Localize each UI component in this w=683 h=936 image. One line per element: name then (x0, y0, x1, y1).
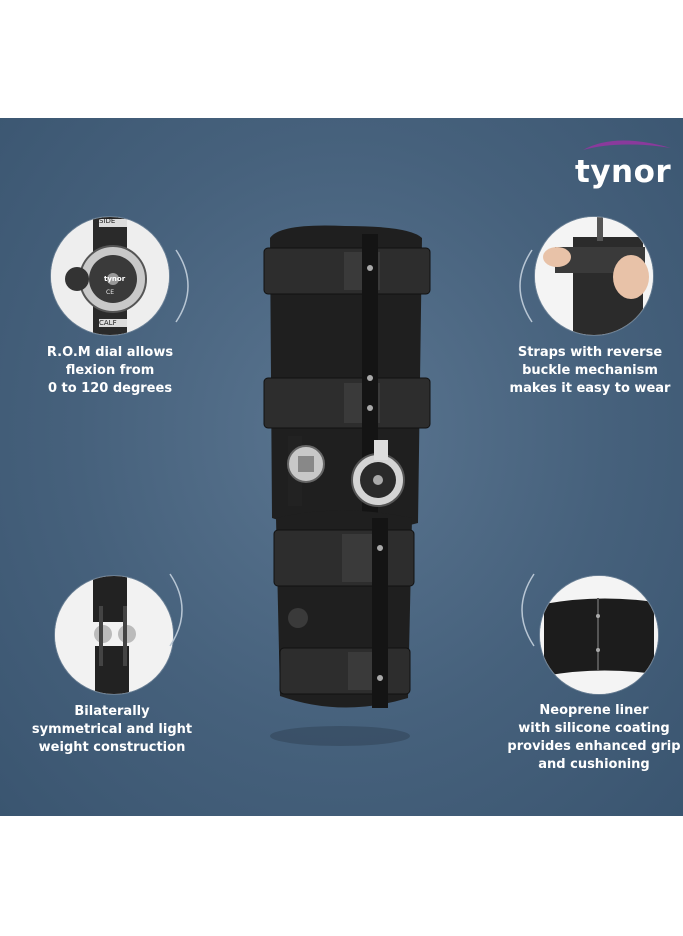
arc-1-icon (175, 249, 189, 323)
arc-2-icon (519, 249, 533, 323)
brand-name: tynor (575, 154, 672, 190)
bilateral-photo (55, 576, 173, 694)
liner-photo (540, 576, 658, 694)
feature-caption-liner: Neoprene liner with silicone coating pro… (507, 703, 681, 772)
straps-image (535, 217, 653, 335)
rom-dial-photo (51, 217, 169, 335)
dial-brand-label: tynor (104, 275, 126, 283)
dial-side-label: SIDE (99, 217, 116, 225)
knee-brace-image (263, 225, 431, 746)
dial-ce-label: CE (106, 289, 114, 296)
straps-photo (535, 217, 653, 335)
arc-3-icon (169, 573, 183, 647)
arc-4-icon (521, 573, 535, 647)
feature-panel: tynor SIDE tynor CE CALF R.O.M dial allo… (0, 118, 683, 816)
feature-caption-straps: Straps with reverse buckle mechanism mak… (509, 345, 671, 396)
logo-swoosh-icon (583, 140, 671, 150)
feature-caption-bilateral: Bilaterally symmetrical and light weight… (31, 704, 193, 755)
feature-caption-rom: R.O.M dial allows flexion from 0 to 120 … (46, 345, 174, 396)
rom-dial-image (51, 217, 169, 335)
bilateral-image (55, 576, 173, 694)
brand-logo: tynor (575, 140, 675, 200)
liner-image (540, 576, 658, 694)
dial-calf-label: CALF (99, 319, 117, 327)
